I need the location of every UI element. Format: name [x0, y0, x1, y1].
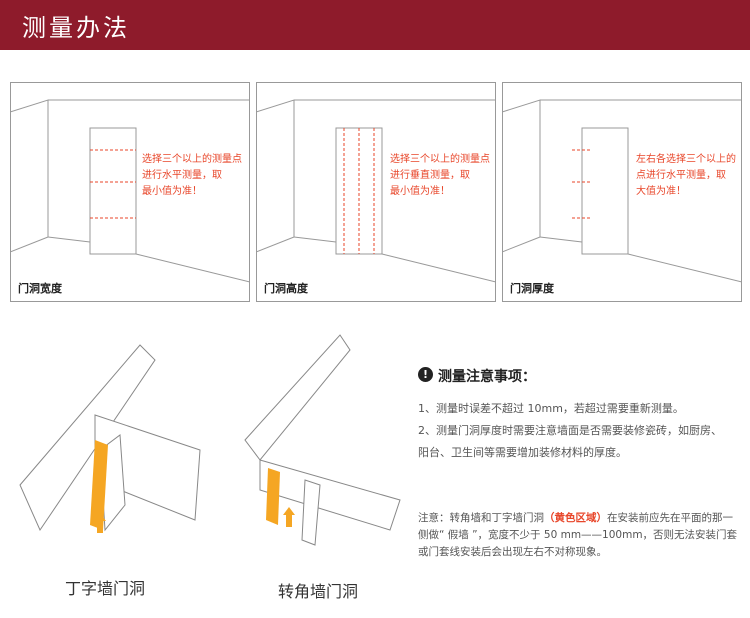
panel-door-thickness: 左右各选择三个以上的 点进行水平测量，取 大值为准！ 门洞厚度 — [502, 82, 742, 302]
note-line: 选择三个以上的测量点 — [142, 154, 242, 165]
note-line: 进行水平测量，取 — [142, 170, 222, 181]
corner-wall-figure: 转角墙门洞 — [230, 330, 410, 610]
extra-note-prefix: 注意：转角墙和丁字墙门洞 — [418, 512, 544, 524]
t-wall-figure: 丁字墙门洞 — [10, 330, 210, 610]
note-door-width: 选择三个以上的测量点 进行水平测量，取 最小值为准！ — [142, 152, 242, 200]
note-line: 点进行水平测量，取 — [636, 170, 726, 181]
notice-item: 阳台、卫生间等需要增加装修材料的厚度。 — [418, 446, 627, 459]
t-wall-label: 丁字墙门洞 — [65, 579, 146, 598]
note-line: 选择三个以上的测量点 — [390, 154, 490, 165]
caption-door-width: 门洞宽度 — [18, 282, 62, 295]
note-line: 最小值为准！ — [142, 186, 202, 197]
door-height-diagram — [256, 82, 496, 302]
note-door-height: 选择三个以上的测量点 进行垂直测量，取 最小值为准！ — [390, 152, 490, 200]
note-door-thickness: 左右各选择三个以上的 点进行水平测量，取 大值为准！ — [636, 152, 736, 200]
notice-item: 2、测量门洞厚度时需要注意墙面是否需要装修瓷砖，如厨房、 — [418, 424, 722, 437]
notice-title: 测量注意事项： — [438, 369, 536, 385]
extra-note-rest: 在安装前应先在平面的那一侧做“ 假墙 ”，宽度不少于 50 mm——100mm，… — [418, 512, 738, 558]
note-line: 大值为准！ — [636, 186, 686, 197]
header-bar: 测量办法 — [0, 0, 750, 50]
corner-wall-label: 转角墙门洞 — [278, 582, 359, 601]
door-width-diagram — [10, 82, 250, 302]
panel-door-height: 选择三个以上的测量点 进行垂直测量，取 最小值为准！ 门洞高度 — [256, 82, 496, 302]
note-line: 进行垂直测量，取 — [390, 170, 470, 181]
corner-wall-diagram — [244, 334, 401, 546]
t-wall-diagram — [19, 344, 201, 533]
page-title: 测量办法 — [22, 14, 130, 42]
door-thickness-diagram — [502, 82, 742, 302]
caption-door-thickness: 门洞厚度 — [510, 282, 554, 295]
extra-note: 注意：转角墙和丁字墙门洞（黄色区域）在安装前应先在平面的那一侧做“ 假墙 ”，宽… — [418, 510, 738, 561]
panel-door-width: 选择三个以上的测量点 进行水平测量，取 最小值为准！ 门洞宽度 — [10, 82, 250, 302]
notice-item: 1、测量时误差不超过 10mm，若超过需要重新测量。 — [418, 402, 684, 415]
caption-door-height: 门洞高度 — [264, 282, 308, 295]
note-line: 最小值为准！ — [390, 186, 450, 197]
note-line: 左右各选择三个以上的 — [636, 154, 736, 165]
extra-note-highlight: （黄色区域） — [544, 512, 607, 524]
warning-icon: ! — [418, 367, 433, 382]
